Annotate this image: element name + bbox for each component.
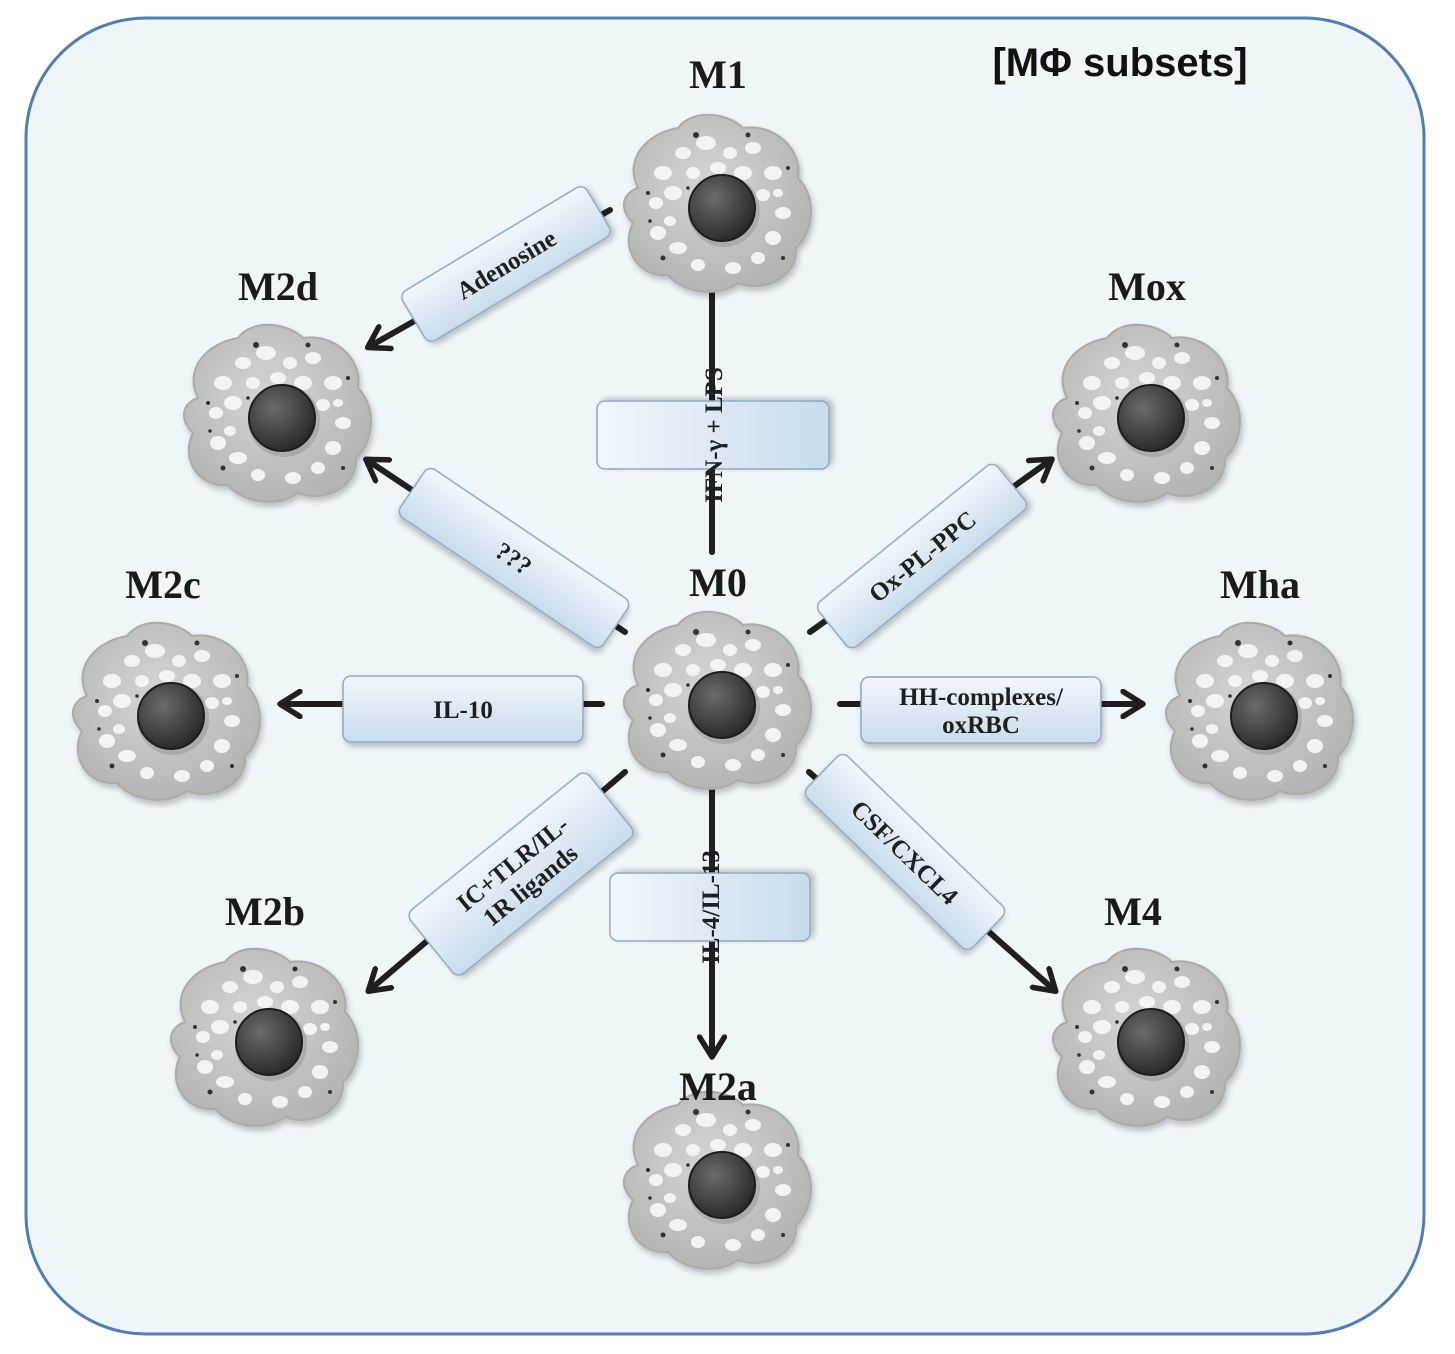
cell-m2d [182,323,372,503]
stimulus-box-m2d: ??? [398,467,630,649]
stimulus-box-m2c-text: IL-10 [433,697,493,724]
stimulus-box-m2c: IL-10 [342,675,584,743]
stimulus-box-mha-text: HH-complexes/ [899,684,1064,711]
stimulus-box-m1-to-m2d-shape [401,186,611,342]
label-m4: M4 [1104,889,1162,934]
cell-m4 [1051,947,1241,1127]
stimulus-box-m4-shape [804,753,1006,951]
cell-mha [1164,621,1354,801]
stimulus-box-m2a: IL-4/IL-13 [609,850,811,964]
cell-m2b [169,947,359,1127]
stimulus-box-m2b: IC+TLR/IL-1R ligands [408,772,634,976]
stimulus-box-m1-text: IFN-γ + LPS [701,367,728,503]
cell-m2c [71,621,261,801]
label-m2c: M2c [125,562,201,607]
label-mha: Mha [1220,562,1300,607]
cell-mox [1051,323,1241,503]
diagram-title: [MΦ subsets] [992,41,1247,85]
stimulus-box-mha: HH-complexes/oxRBC [860,676,1102,744]
stimulus-box-m2a-text: IL-4/IL-13 [698,850,725,964]
stimulus-box-mha-shape [860,676,1102,744]
cell-m0 [622,610,812,790]
label-m2d: M2d [238,264,318,309]
stimulus-box-mha-text: oxRBC [942,712,1020,739]
stimulus-box-m1: IFN-γ + LPS [596,367,830,503]
label-m2b: M2b [225,889,305,934]
label-m2a: M2a [679,1064,757,1109]
cell-m2a [622,1090,812,1270]
stimulus-box-m2b-shape [408,772,634,976]
label-mox: Mox [1108,264,1186,309]
stimulus-box-m2d-shape [398,467,630,649]
label-m1: M1 [689,52,747,97]
stimulus-box-mox-shape [816,463,1028,649]
cell-m1 [622,113,812,293]
stimulus-box-m1-shape [596,400,830,470]
stimulus-box-m2c-shape [342,675,584,743]
label-m0: M0 [689,560,747,605]
stimulus-box-m2a-shape [609,872,811,942]
